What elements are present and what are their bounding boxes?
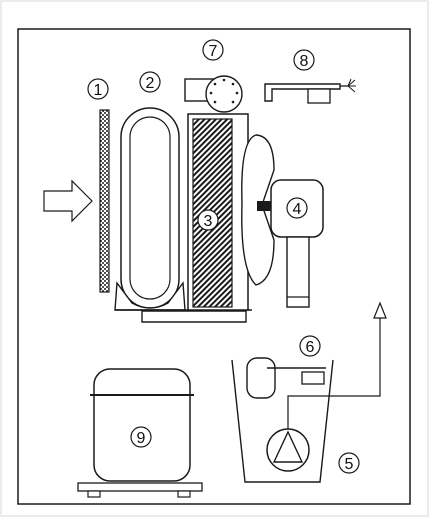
discharge-arrow-icon xyxy=(373,301,387,319)
label-2: 2 xyxy=(146,75,155,92)
label-9: 9 xyxy=(137,430,146,447)
label-7: 7 xyxy=(209,43,218,60)
label-4: 4 xyxy=(293,201,302,218)
label-4-callout: 4 xyxy=(286,197,308,219)
condensate-tank xyxy=(231,359,334,483)
label-5-callout: 5 xyxy=(338,452,360,474)
diagram-frame xyxy=(17,28,411,505)
label-6-callout: 6 xyxy=(299,335,321,357)
evaporator-coil xyxy=(120,107,180,309)
label-8-callout: 8 xyxy=(293,49,315,71)
label-2-callout: 2 xyxy=(139,71,161,93)
airflow-arrow-icon xyxy=(43,179,93,223)
compressor xyxy=(77,368,203,498)
discharge-line xyxy=(287,318,381,429)
heat-exchanger xyxy=(187,113,249,311)
label-1: 1 xyxy=(94,82,103,99)
label-6: 6 xyxy=(306,339,315,356)
label-3-callout: 3 xyxy=(197,209,219,231)
fan-hub xyxy=(257,201,271,211)
heater-element xyxy=(264,78,356,104)
condensate-pump xyxy=(266,428,310,472)
label-8: 8 xyxy=(300,53,309,70)
label-1-callout: 1 xyxy=(87,78,109,100)
drip-tray xyxy=(114,281,252,323)
float-switch xyxy=(246,357,326,399)
label-5: 5 xyxy=(345,456,354,473)
label-9-callout: 9 xyxy=(130,426,152,448)
spark-icon xyxy=(347,78,356,93)
label-7-callout: 7 xyxy=(202,39,224,61)
thermostat xyxy=(184,75,243,113)
filter-screen xyxy=(99,109,110,293)
label-3: 3 xyxy=(204,213,213,230)
